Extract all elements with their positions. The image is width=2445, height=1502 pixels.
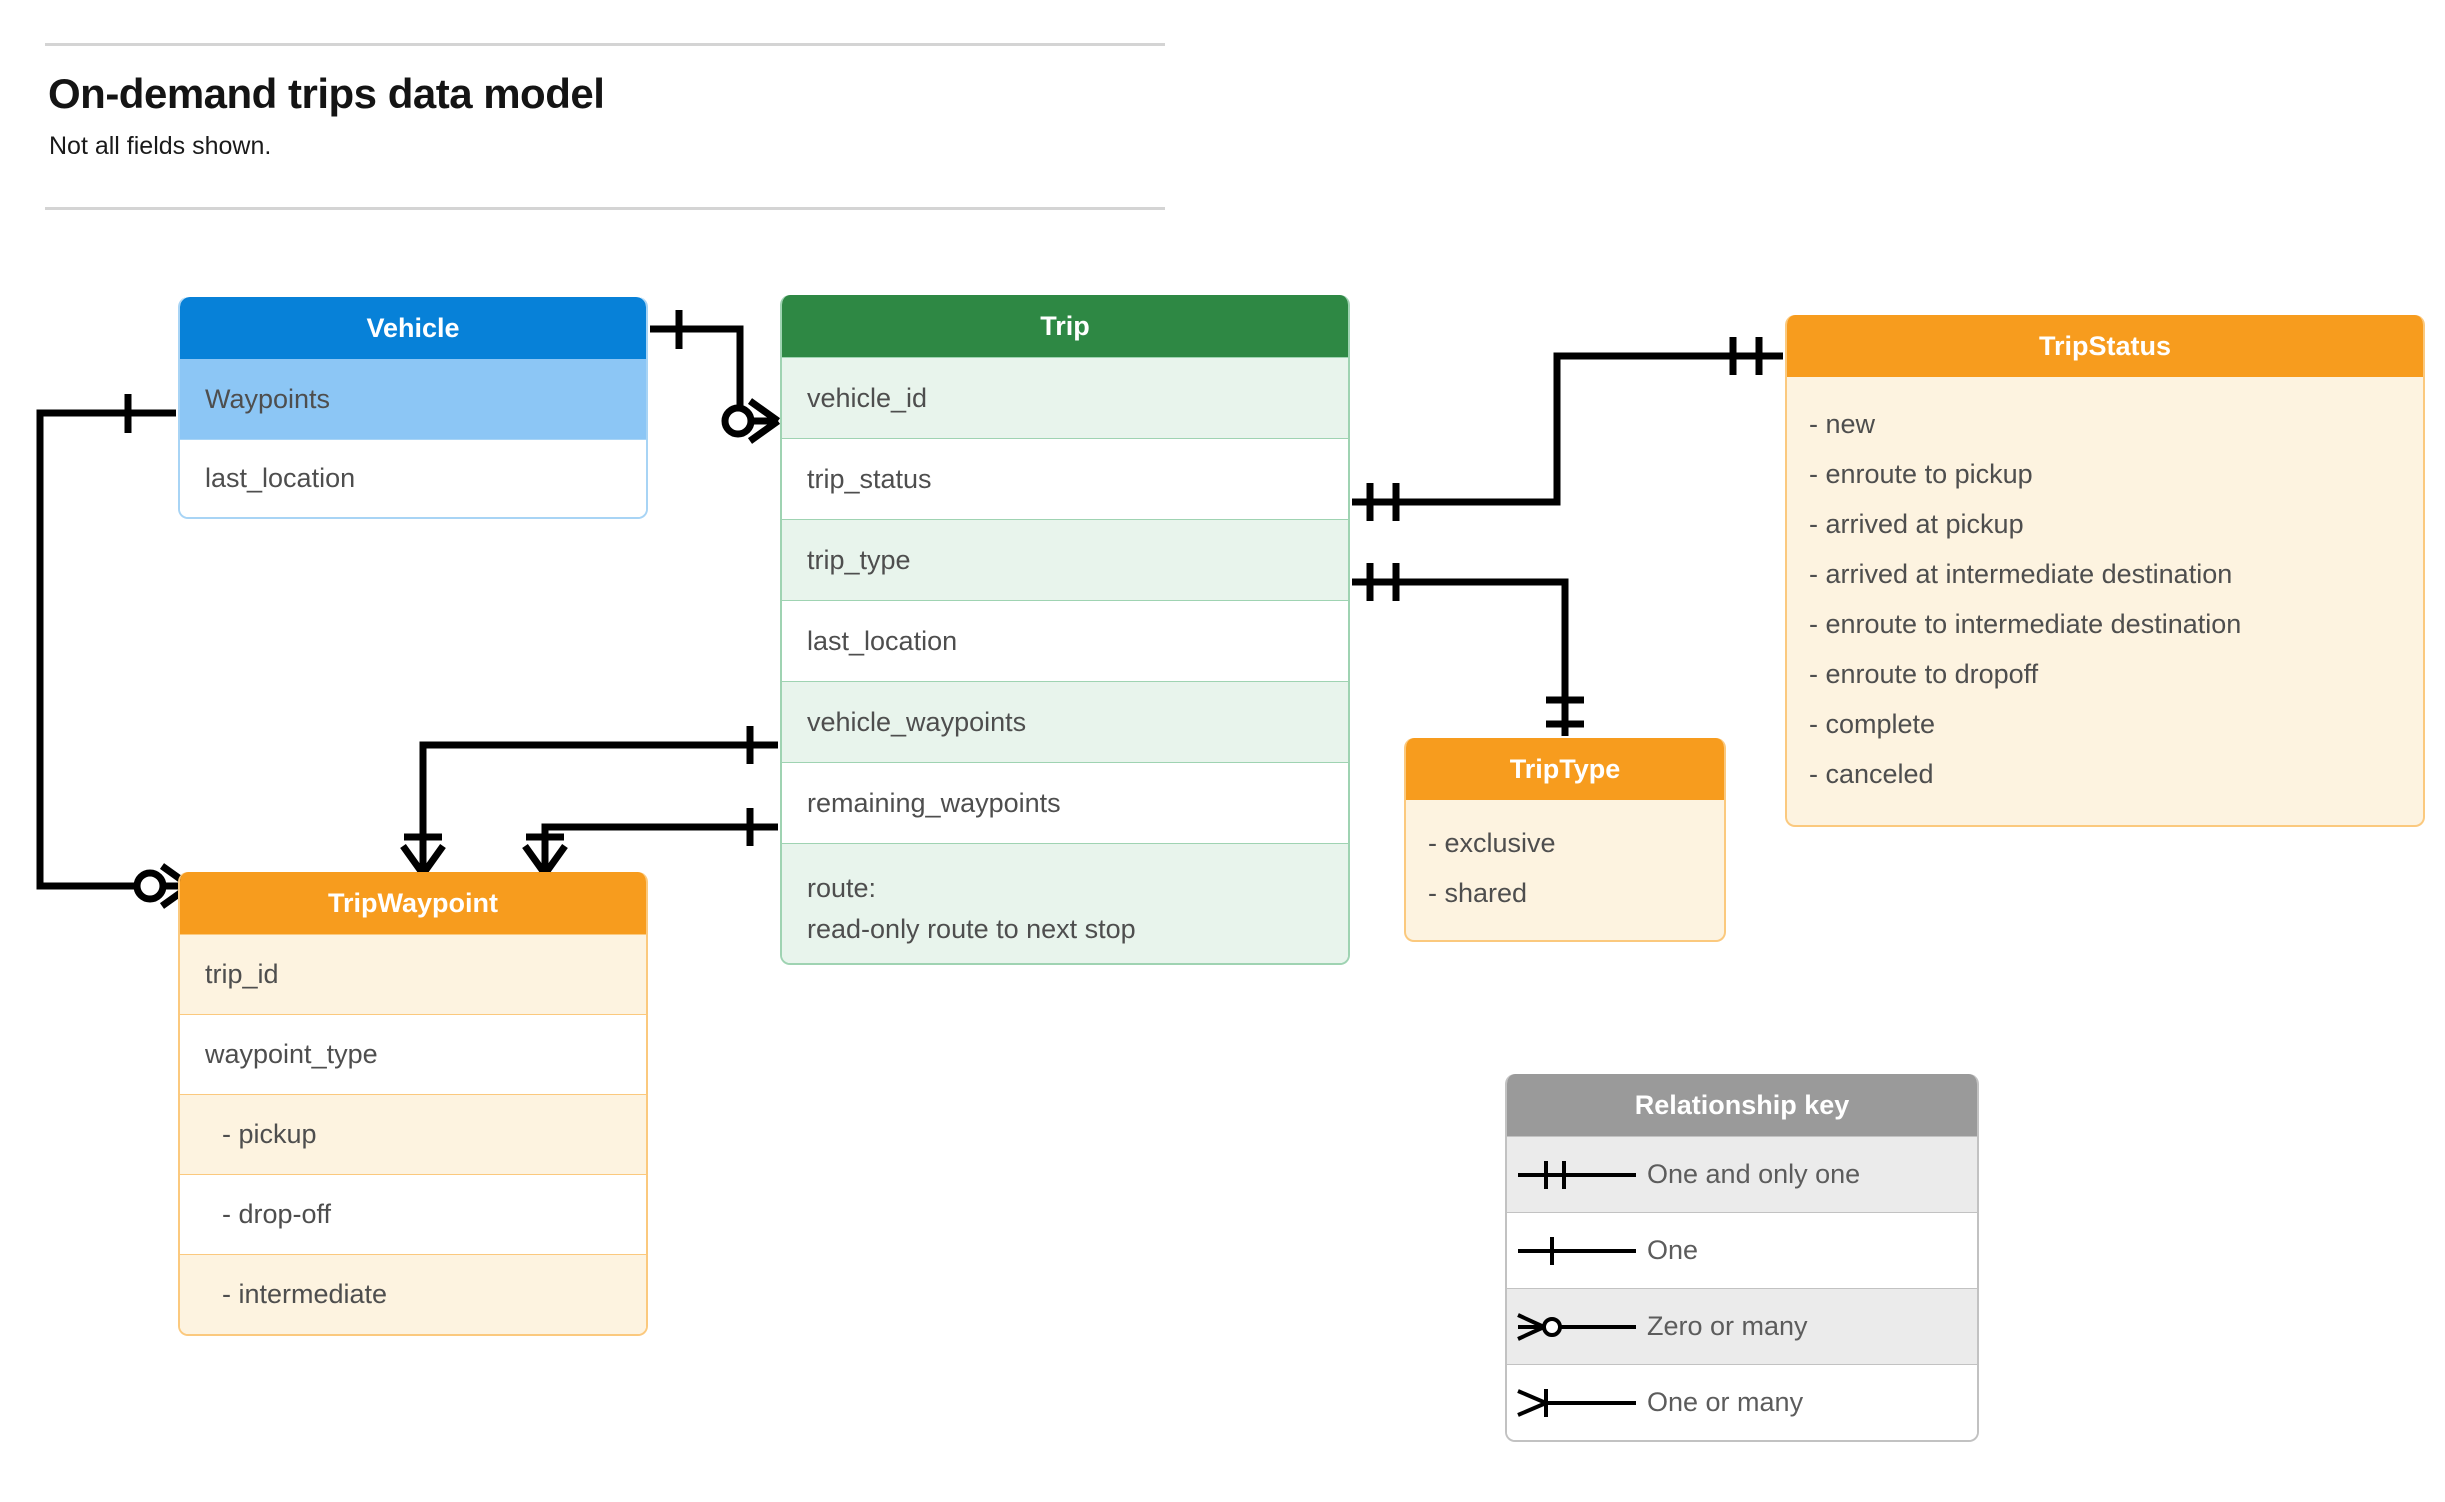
list-item: - enroute to pickup xyxy=(1809,459,2033,489)
list-item: - new xyxy=(1809,409,1876,439)
entity-trip-type-values: - exclusive - shared xyxy=(1406,800,1724,940)
relationship-key-label: One and only one xyxy=(1647,1159,1861,1189)
relationship-key-row: One and only one xyxy=(1507,1136,1977,1212)
entity-trip-waypoint-value-drop-off: - drop-off xyxy=(180,1174,646,1254)
entity-trip-status[interactable]: TripStatus - new - enroute to pickup - a… xyxy=(1785,315,2425,827)
relationship-key-label: Zero or many xyxy=(1647,1311,1808,1341)
entity-trip-waypoint-field-waypoint-type[interactable]: waypoint_type xyxy=(180,1014,646,1094)
list-item: - enroute to intermediate destination xyxy=(1809,609,2242,639)
entity-vehicle-field-last-location[interactable]: last_location xyxy=(180,439,646,517)
list-item: - arrived at pickup xyxy=(1809,509,2024,539)
list-item: - enroute to dropoff xyxy=(1809,659,2039,689)
relationship-key: Relationship key One and only one One xyxy=(1505,1074,1979,1442)
entity-trip-field-last-location[interactable]: last_location xyxy=(782,600,1348,681)
entity-vehicle-field-waypoints[interactable]: Waypoints xyxy=(180,359,646,439)
list-item: - canceled xyxy=(1809,759,1934,789)
entity-trip-field-vehicle-id[interactable]: vehicle_id xyxy=(782,357,1348,438)
relationship-key-row: Zero or many xyxy=(1507,1288,1977,1364)
relationship-key-row: One xyxy=(1507,1212,1977,1288)
relationship-key-row: One or many xyxy=(1507,1364,1977,1440)
zero-or-many-icon xyxy=(1507,1307,1647,1347)
relationship-key-label: One or many xyxy=(1647,1387,1804,1417)
relationship-key-title: Relationship key xyxy=(1507,1074,1977,1136)
header-divider-bottom xyxy=(45,207,1165,210)
entity-trip-field-remaining-waypoints[interactable]: remaining_waypoints xyxy=(782,762,1348,843)
list-item: - arrived at intermediate destination xyxy=(1809,559,2233,589)
entity-trip-waypoint-field-trip-id[interactable]: trip_id xyxy=(180,934,646,1014)
entity-trip[interactable]: Trip vehicle_id trip_status trip_type la… xyxy=(780,295,1350,965)
entity-trip-field-trip-status[interactable]: trip_status xyxy=(782,438,1348,519)
entity-vehicle[interactable]: Vehicle Waypoints last_location xyxy=(178,297,648,519)
entity-trip-field-trip-type[interactable]: trip_type xyxy=(782,519,1348,600)
list-item: - complete xyxy=(1809,709,1936,739)
entity-trip-waypoint-value-pickup: - pickup xyxy=(180,1094,646,1174)
list-item: - exclusive xyxy=(1428,828,1556,858)
relationship-key-label: One xyxy=(1647,1235,1699,1265)
page-title: On-demand trips data model xyxy=(48,70,605,117)
entity-trip-field-route-note: read-only route to next stop xyxy=(807,914,1136,945)
entity-trip-waypoint[interactable]: TripWaypoint trip_id waypoint_type - pic… xyxy=(178,872,648,1336)
entity-trip-field-vehicle-waypoints[interactable]: vehicle_waypoints xyxy=(782,681,1348,762)
entity-trip-waypoint-value-intermediate: - intermediate xyxy=(180,1254,646,1334)
entity-vehicle-title: Vehicle xyxy=(180,297,646,359)
header-divider-top xyxy=(45,43,1165,46)
one-icon xyxy=(1507,1231,1647,1271)
entity-trip-status-values: - new - enroute to pickup - arrived at p… xyxy=(1787,377,2423,825)
page-subtitle: Not all fields shown. xyxy=(49,132,272,160)
entity-trip-type[interactable]: TripType - exclusive - shared xyxy=(1404,738,1726,942)
entity-trip-type-title: TripType xyxy=(1406,738,1724,800)
entity-trip-field-route-label: route: xyxy=(807,873,877,903)
entity-trip-field-route[interactable]: route: read-only route to next stop xyxy=(782,843,1348,963)
entity-trip-waypoint-title: TripWaypoint xyxy=(180,872,646,934)
entity-trip-status-title: TripStatus xyxy=(1787,315,2423,377)
list-item: - shared xyxy=(1428,878,1528,908)
entity-trip-title: Trip xyxy=(782,295,1348,357)
one-and-only-one-icon xyxy=(1507,1155,1647,1195)
one-or-many-icon xyxy=(1507,1383,1647,1423)
